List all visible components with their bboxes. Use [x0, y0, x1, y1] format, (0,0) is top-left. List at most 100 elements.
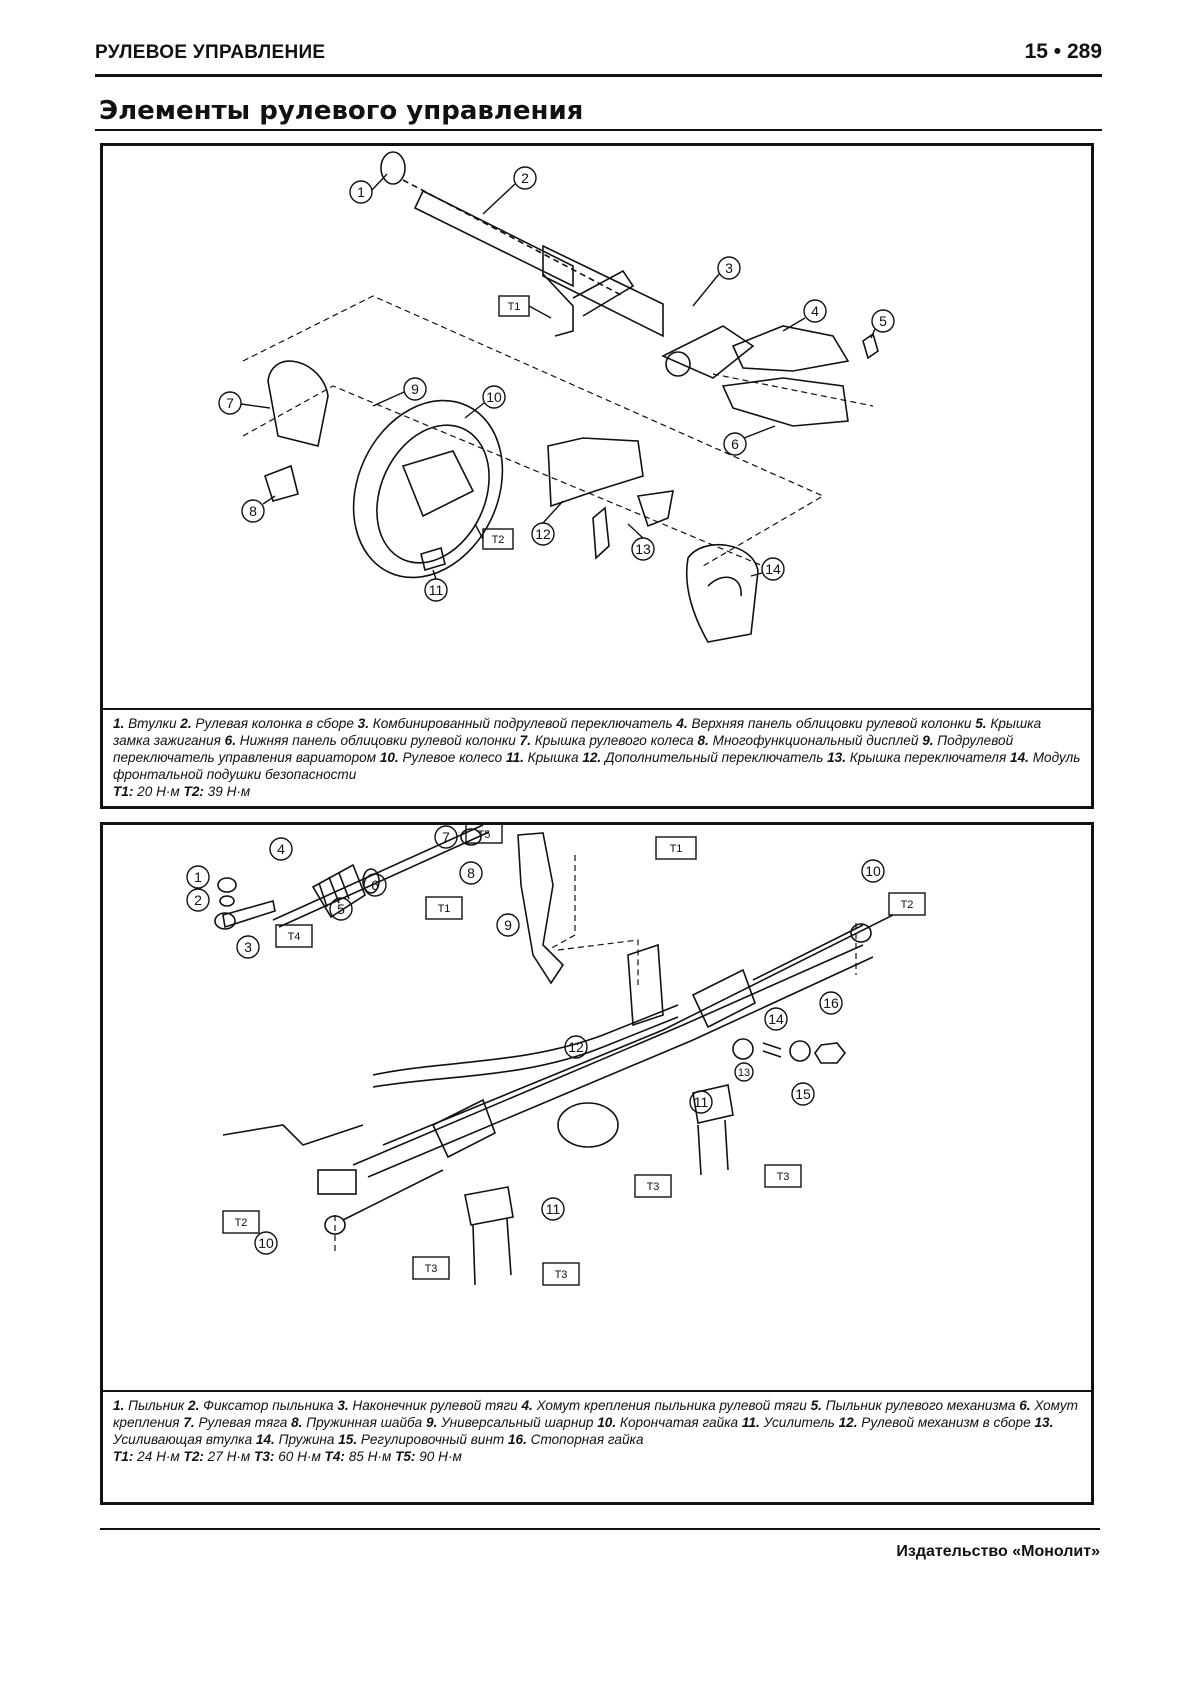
caption-item-number: 14. [255, 1432, 275, 1447]
rack-housing-edge [367, 956, 874, 1178]
assembly-outline-a [242, 295, 825, 567]
caption-item-number: 4. [521, 1398, 533, 1413]
callout-number: 12 [535, 526, 551, 542]
torque-tag-label: T1 [670, 843, 683, 855]
torque-tag-box [465, 825, 503, 844]
caption-item-number: 9. [426, 1415, 438, 1430]
callout-leader [464, 402, 485, 419]
fluid-pipe-2 [372, 1016, 679, 1088]
caption-item-number: 7. [519, 733, 531, 748]
caption-item-number: 6. [224, 733, 236, 748]
torque-tag: T5: [395, 1449, 416, 1464]
callout-circle [541, 1197, 565, 1221]
caption-item-number: 10. [597, 1415, 617, 1430]
callout-circle [819, 991, 843, 1015]
callout-leader [743, 425, 776, 439]
callout-number: 1 [357, 184, 365, 200]
tie-rod-ball [460, 828, 482, 846]
torque-tag-box [542, 1262, 580, 1286]
callout-leader [692, 273, 720, 307]
wheel-hub [401, 450, 475, 518]
torque-tag-label: T2 [901, 899, 914, 911]
column-bracket [542, 273, 574, 337]
caption-item-text: Регулировочный винт [357, 1432, 508, 1447]
callout-number: 8 [249, 503, 257, 519]
caption-item-number: 9. [922, 733, 934, 748]
caption-item-number: 15. [338, 1432, 358, 1447]
column-mount [572, 269, 635, 317]
callout-circle [482, 385, 506, 409]
torque-tag: T1: [113, 1449, 134, 1464]
callout-circle [803, 299, 827, 323]
callout-number: 4 [277, 841, 285, 857]
caption-item-number: 13. [1034, 1415, 1054, 1430]
callout-number: 6 [731, 436, 739, 452]
callout-circle [186, 888, 210, 912]
caption-item-text: Дополнительный переключатель [601, 750, 828, 765]
caption-item-text: Универсальный шарнир [437, 1415, 598, 1430]
caption-item-number: 7. [183, 1415, 195, 1430]
caption-item-text: Втулки [124, 716, 181, 731]
torque-tag-box [275, 924, 313, 948]
callout-number: 11 [694, 1094, 709, 1110]
torque-value: 39 Н·м [203, 784, 251, 799]
caption-item-text: Крышка [523, 750, 583, 765]
callout-circle [723, 432, 747, 456]
callout-number: 3 [725, 260, 733, 276]
caption-item-number: 3. [357, 716, 369, 731]
caption-item-number: 11. [741, 1415, 760, 1430]
harness-wire [222, 1124, 364, 1146]
caption-item-number: 10. [379, 750, 399, 765]
rack-boot-right [691, 968, 756, 1029]
callout-number: 2 [521, 170, 529, 186]
steering-wheel [352, 399, 504, 579]
caption-item-text: Стопорная гайка [526, 1432, 644, 1447]
airbag-emblem [707, 576, 742, 597]
caption-item-text: Фиксатор пыльника [199, 1398, 338, 1413]
torque-tag: T1: [113, 784, 134, 799]
caption-item-text: Наконечник рулевой тяги [348, 1398, 522, 1413]
torque-tag: T3: [254, 1449, 275, 1464]
caption-item-number: 1. [113, 1398, 125, 1413]
callout-number: 16 [823, 995, 839, 1011]
caption-item-number: 8. [697, 733, 709, 748]
torque-tag-label: T3 [425, 1263, 438, 1275]
caption-item-text: Усилитель [759, 1415, 839, 1430]
universal-joint [517, 832, 565, 985]
caption-item-number: 2. [180, 716, 192, 731]
torque-tag-leader [474, 523, 484, 540]
caption-item-text: Пружина [274, 1432, 339, 1447]
callout-leader [542, 500, 564, 524]
callout-circle [434, 825, 458, 849]
caption-item-text: Крышка переключателя [846, 750, 1011, 765]
callout-number: 10 [486, 389, 502, 405]
torque-tag-box [222, 1210, 260, 1234]
boot-clamp [362, 868, 380, 894]
callout-leader [750, 572, 763, 577]
torque-tag-box [412, 1256, 450, 1280]
callout-circle [513, 166, 537, 190]
dash-leader [547, 855, 576, 951]
bracket-bolts [697, 1119, 729, 1176]
cover-leader [712, 373, 874, 407]
caption-item-number: 4. [676, 716, 688, 731]
callout-number: 3 [244, 939, 252, 955]
combo-switch-ring [665, 351, 691, 377]
callout-circle [254, 1231, 278, 1255]
column-tube [542, 244, 664, 338]
caption-item-text: Крышка рулевого колеса [530, 733, 698, 748]
callout-circle [871, 309, 895, 333]
torque-values: T1: 20 Н·м T2: 39 Н·м [113, 783, 1081, 800]
torque-tag-box [888, 892, 926, 916]
callout-number: 13 [738, 1067, 750, 1079]
torque-tag-leader [528, 305, 552, 319]
cap-part [420, 546, 446, 572]
torque-tag-box [634, 1174, 672, 1198]
caption-item-number: 2. [188, 1398, 200, 1413]
torque-value: 90 Н·м [415, 1449, 462, 1464]
heading-row: Элементы рулевого управления [95, 96, 1102, 131]
callout-number: 11 [429, 582, 444, 598]
torque-tag-label: T3 [647, 1181, 660, 1193]
callout-circle [349, 180, 373, 204]
figure-steering-gear: 1 2 3 4 5 6 7 8 9 10 11 12 13 14 15 16 1… [100, 822, 1094, 1505]
